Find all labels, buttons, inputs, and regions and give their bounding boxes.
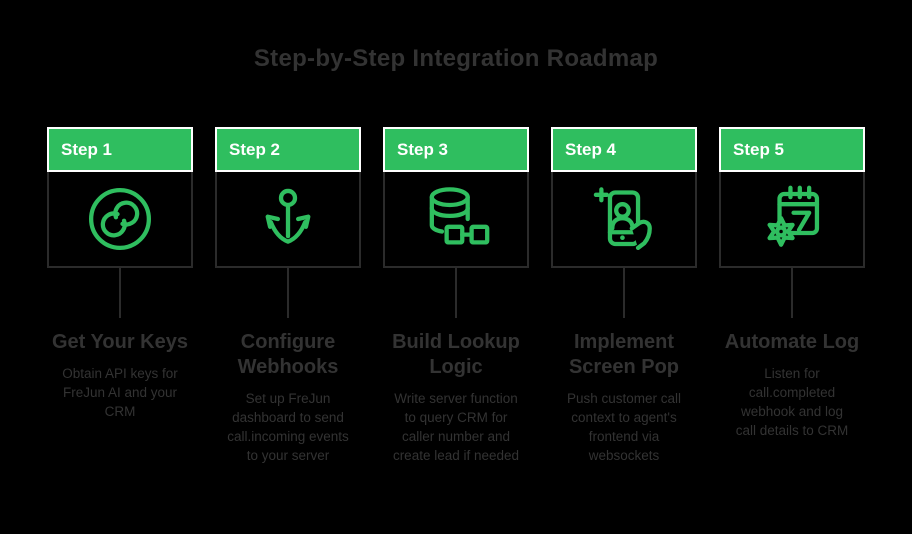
step-2-icon-box	[215, 172, 361, 268]
step-1-heading: Get Your Keys	[52, 331, 188, 353]
step-1-header: Step 1	[47, 127, 193, 172]
step-5-description: Listen for call.completed webhook and lo…	[735, 366, 849, 438]
step-2-description: Set up FreJun dashboard to send call.inc…	[227, 391, 349, 463]
step-3-icon-box	[383, 172, 529, 268]
step-4-heading: Implement Screen Pop	[568, 331, 680, 378]
step-column-2: Step 2 Configure Webhooks Set up FreJun …	[215, 127, 361, 465]
screen-pop-icon	[585, 180, 663, 258]
step-5-header: Step 5	[719, 127, 865, 172]
step-2-header: Step 2	[215, 127, 361, 172]
step-3-label: Step 3	[397, 139, 449, 159]
connector-line	[287, 268, 289, 318]
step-1-label: Step 1	[61, 139, 113, 159]
step-5-label: Step 5	[733, 139, 785, 159]
step-1-description: Obtain API keys for FreJun AI and your C…	[62, 366, 178, 419]
step-3-header: Step 3	[383, 127, 529, 172]
auth-rings-icon	[81, 180, 159, 258]
step-4-label: Step 4	[565, 139, 617, 159]
step-column-1: Step 1 Get Your Keys Obtain API keys for…	[47, 127, 193, 465]
connector-line	[791, 268, 793, 318]
database-lookup-icon	[417, 180, 495, 258]
step-2-heading: Configure Webhooks	[237, 331, 339, 378]
connector-line	[623, 268, 625, 318]
step-column-5: Step 5 Automate Log Listen for call.comp…	[719, 127, 865, 465]
step-4-description: Push customer call context to agent's fr…	[566, 391, 682, 463]
connector-line	[455, 268, 457, 318]
step-4-icon-box	[551, 172, 697, 268]
step-1-icon-box	[47, 172, 193, 268]
step-4-header: Step 4	[551, 127, 697, 172]
calendar-automation-icon	[753, 180, 831, 258]
step-5-heading: Automate Log	[724, 331, 860, 353]
step-3-heading: Build Lookup Logic	[392, 331, 520, 378]
anchor-webhook-icon	[249, 180, 327, 258]
step-5-icon-box	[719, 172, 865, 268]
connector-line	[119, 268, 121, 318]
step-3-description: Write server function to query CRM for c…	[392, 391, 520, 463]
step-2-label: Step 2	[229, 139, 281, 159]
step-column-4: Step 4 Implement Screen Pop Push custome…	[551, 127, 697, 465]
roadmap-columns: Step 1 Get Your Keys Obtain API keys for…	[0, 127, 912, 465]
page-title: Step-by-Step Integration Roadmap	[253, 45, 659, 72]
step-column-3: Step 3 Build Lookup Logic Write server f…	[383, 127, 529, 465]
